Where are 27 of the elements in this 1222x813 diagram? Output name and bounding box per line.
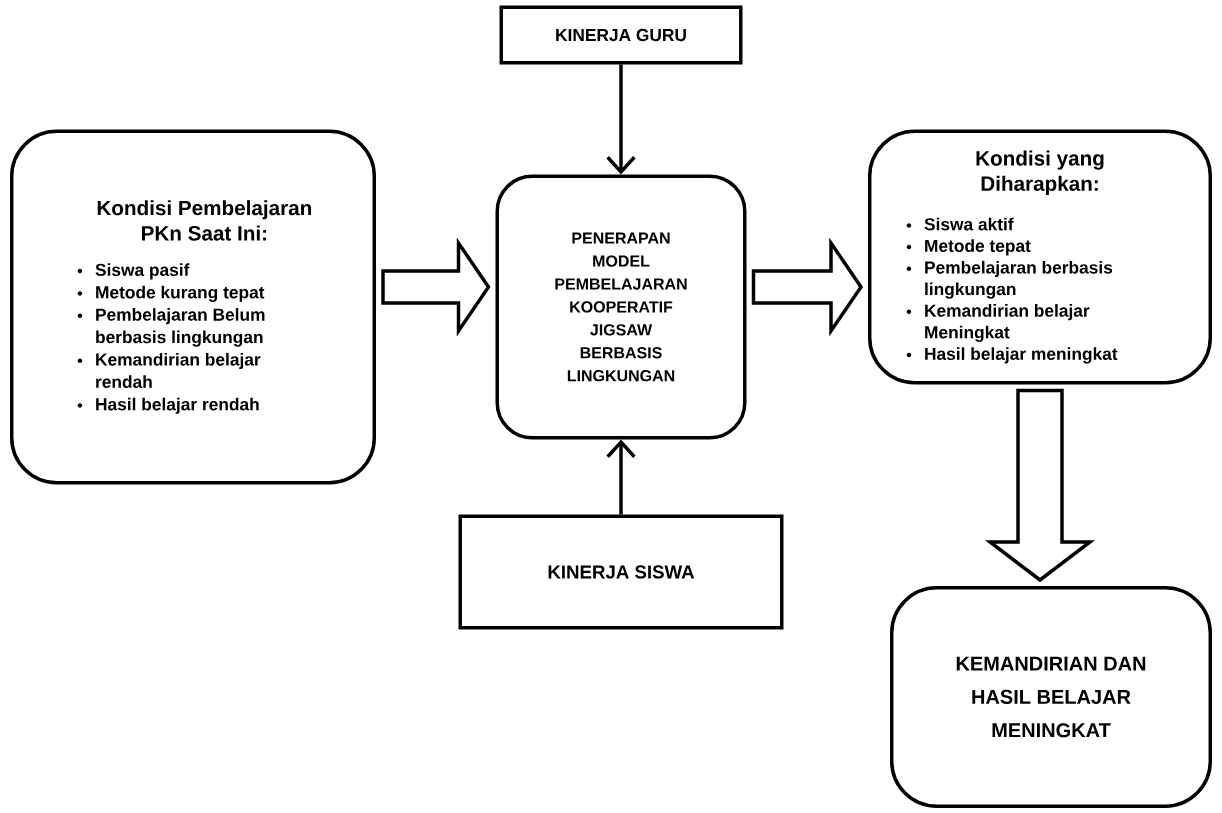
box-label: KINERJA SISWA <box>548 565 695 579</box>
bullet-item: Hasil belajar rendah <box>96 397 259 414</box>
box-label: KEMANDIRIAN DAN HASIL BELAJAR MENINGKAT <box>956 656 1146 738</box>
box-heading: Kondisi Pembelajaran PKn Saat Ini: <box>97 200 311 241</box>
block-arrow <box>381 237 491 337</box>
rounded-box <box>495 174 747 440</box>
bullet-item: Metode kurang tepat <box>96 285 265 302</box>
block-arrow <box>751 237 864 337</box>
box-heading: Kondisi yang Diharapkan: <box>976 150 1104 196</box>
rounded-box <box>868 129 1212 385</box>
bullet-item: Siswa pasif <box>95 263 190 280</box>
rounded-box <box>10 129 376 485</box>
bullet-item: Metode tepat <box>925 239 1031 256</box>
rounded-box <box>890 586 1212 808</box>
bullet-item: Pembelajaran Belum berbasis lingkungan <box>96 308 265 347</box>
box-label: KINERJA GURU <box>556 28 686 42</box>
bullet-item: Hasil belajar meningkat <box>925 347 1118 364</box>
bullet-item: Pembelajaran berbasis lingkungan <box>925 260 1113 299</box>
box-label: PENERAPAN MODEL PEMBELAJARAN KOOPERATIF JIGSAW BERBASIS LINGKUNGAN <box>555 232 687 382</box>
arrow <box>606 439 636 515</box>
rectangle-box <box>499 5 743 65</box>
arrow <box>606 64 636 175</box>
bullet-item: Kemandirian belajar Meningkat <box>925 304 1090 342</box>
bullet-item: Siswa aktif <box>924 217 1014 231</box>
bullet-item: Kemandirian belajar rendah <box>96 352 261 389</box>
rectangle-box <box>458 514 784 630</box>
block-arrow <box>984 388 1096 583</box>
